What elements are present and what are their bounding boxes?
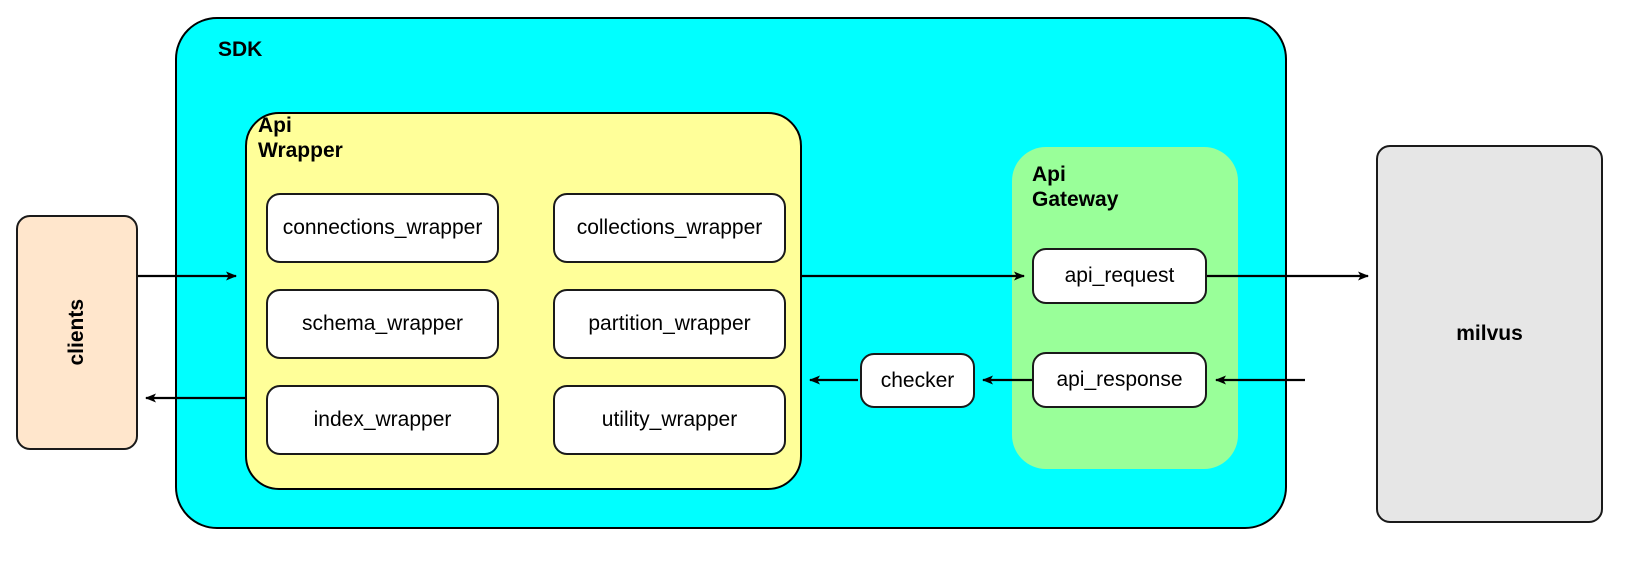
module-collections-wrapper[interactable]: collections_wrapper (553, 193, 786, 263)
module-label: api_request (1064, 264, 1175, 287)
checker-box[interactable]: checker (860, 353, 975, 408)
module-connections-wrapper[interactable]: connections_wrapper (266, 193, 499, 263)
api-gateway-container[interactable] (1012, 147, 1238, 469)
clients-box[interactable]: clients (16, 215, 138, 450)
module-utility-wrapper[interactable]: utility_wrapper (553, 385, 786, 455)
milvus-box[interactable]: milvus (1376, 145, 1603, 523)
module-label: index_wrapper (313, 408, 452, 431)
module-index-wrapper[interactable]: index_wrapper (266, 385, 499, 455)
clients-label: clients (65, 299, 88, 366)
module-label: schema_wrapper (301, 312, 464, 335)
module-label: api_response (1056, 368, 1183, 391)
module-schema-wrapper[interactable]: schema_wrapper (266, 289, 499, 359)
module-label: utility_wrapper (601, 408, 738, 431)
module-label: connections_wrapper (282, 216, 483, 239)
milvus-label: milvus (1456, 322, 1523, 345)
module-partition-wrapper[interactable]: partition_wrapper (553, 289, 786, 359)
module-api-response[interactable]: api_response (1032, 352, 1207, 408)
module-label: collections_wrapper (576, 216, 763, 239)
checker-label: checker (880, 368, 955, 392)
module-label: partition_wrapper (588, 312, 751, 335)
module-api-request[interactable]: api_request (1032, 248, 1207, 304)
